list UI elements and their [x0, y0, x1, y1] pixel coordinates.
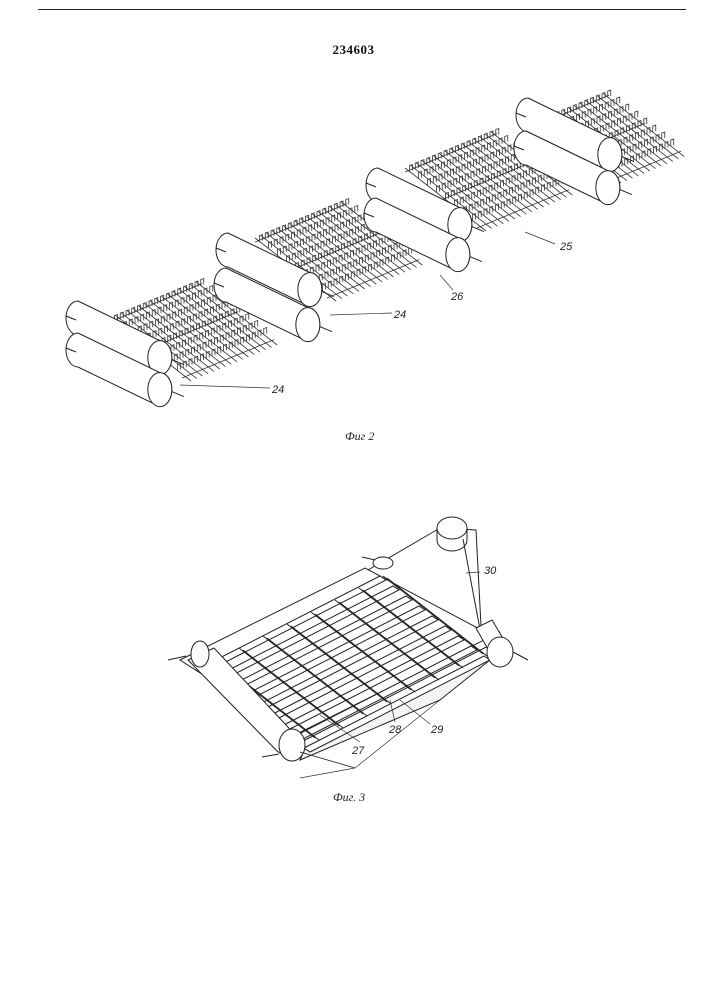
figure-3-caption: Фиг. 3	[333, 790, 365, 805]
figure-3-label-27: 27	[351, 745, 365, 757]
figure-3-label-29: 29	[430, 724, 443, 736]
figure-3-label-28: 28	[388, 724, 402, 736]
figure-3-label-30: 30	[484, 565, 497, 577]
